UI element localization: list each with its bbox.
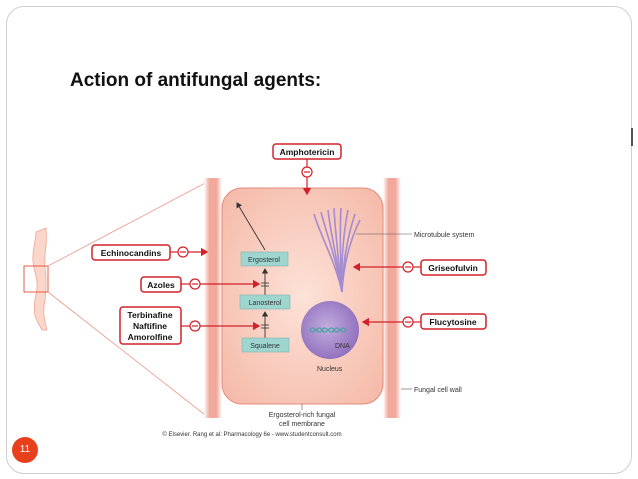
- zoom-line-bottom: [47, 291, 210, 419]
- echinocandins-node: Echinocandins: [91, 244, 209, 261]
- slide-edge-mark: [631, 128, 633, 146]
- dna-label: DNA: [335, 343, 350, 350]
- amphotericin-label: Amphotericin: [280, 147, 335, 157]
- ergosterol-export-arrow: [236, 202, 266, 251]
- squalene-box: [241, 337, 290, 353]
- cell-wall-left: [204, 178, 222, 418]
- microtubule-label: Microtubule system: [414, 232, 474, 239]
- page-number-badge: 11: [12, 437, 38, 463]
- membrane-label-line2: cell membrane: [279, 421, 325, 428]
- terbinafine-group-node: Terbinafine Naftifine Amorolfine: [119, 306, 261, 345]
- lanosterol-box: [239, 294, 291, 310]
- zoom-line-top: [47, 180, 210, 267]
- microtubule-system: [313, 207, 361, 293]
- nucleus: [301, 301, 359, 359]
- ergosterol-box: [240, 251, 289, 267]
- azoles-node: Azoles: [140, 276, 261, 293]
- dna-helix: [309, 327, 347, 333]
- fungal-hypha: [32, 227, 48, 331]
- terbinafine-label: Terbinafine: [127, 310, 172, 320]
- credit-text: © Elsevier. Rang et al: Pharmacology 6e …: [162, 431, 341, 438]
- lanosterol-label: Lanosterol: [249, 300, 282, 307]
- nucleus-label: Nucleus: [317, 366, 343, 373]
- slide-title: Action of antifungal agents:: [70, 70, 322, 91]
- ergosterol-label: Ergosterol: [248, 257, 280, 264]
- membrane-label-line1: Ergosterol-rich fungal: [269, 412, 336, 419]
- amphotericin-node: Amphotericin: [272, 143, 342, 196]
- flucytosine-label: Flucytosine: [429, 317, 477, 327]
- griseofulvin-label: Griseofulvin: [428, 263, 478, 273]
- squalene-label: Squalene: [250, 343, 280, 350]
- zoom-box: [23, 265, 49, 293]
- amorolfine-label: Amorolfine: [128, 332, 173, 342]
- echinocandins-label: Echinocandins: [101, 248, 162, 258]
- azoles-label: Azoles: [147, 280, 175, 290]
- griseofulvin-node: Griseofulvin: [352, 259, 487, 276]
- cell-wall-right: [383, 178, 401, 418]
- flucytosine-node: Flucytosine: [361, 313, 487, 330]
- cell-wall-label: Fungal cell wall: [414, 387, 462, 394]
- naftifine-label: Naftifine: [133, 321, 167, 331]
